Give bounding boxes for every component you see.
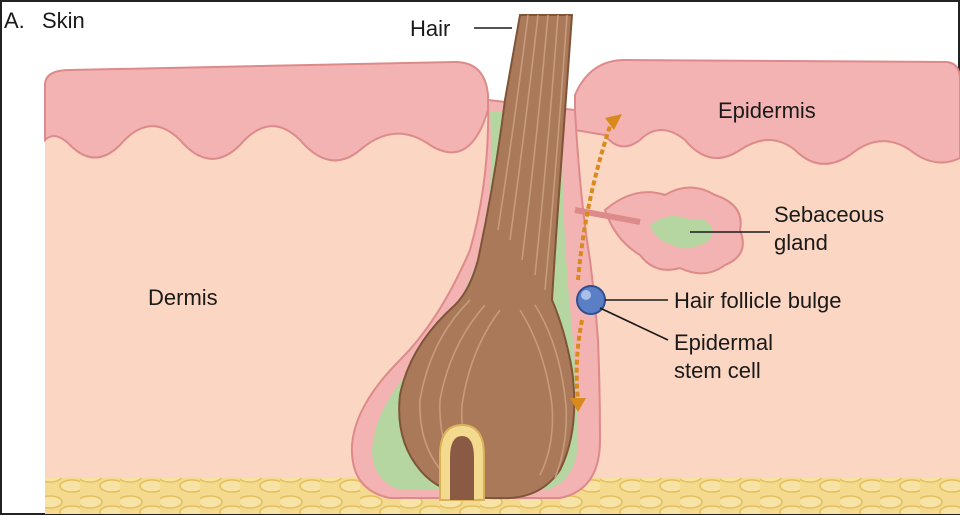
panel-label: A. <box>4 8 25 33</box>
panel-title: Skin <box>42 8 85 33</box>
stem-cell-highlight <box>581 290 591 300</box>
epidermis-label: Epidermis <box>718 98 816 123</box>
papilla-core <box>450 436 474 500</box>
sebaceous-label-line2: gland <box>774 230 828 255</box>
sebaceous-label-line1: Sebaceous <box>774 202 884 227</box>
bulge-label: Hair follicle bulge <box>674 288 842 313</box>
stem-cell-label-line2: stem cell <box>674 358 761 383</box>
dermis-label: Dermis <box>148 285 218 310</box>
stem-cell <box>577 286 605 314</box>
hair-label: Hair <box>410 16 450 41</box>
stem-cell-label-line1: Epidermal <box>674 330 773 355</box>
